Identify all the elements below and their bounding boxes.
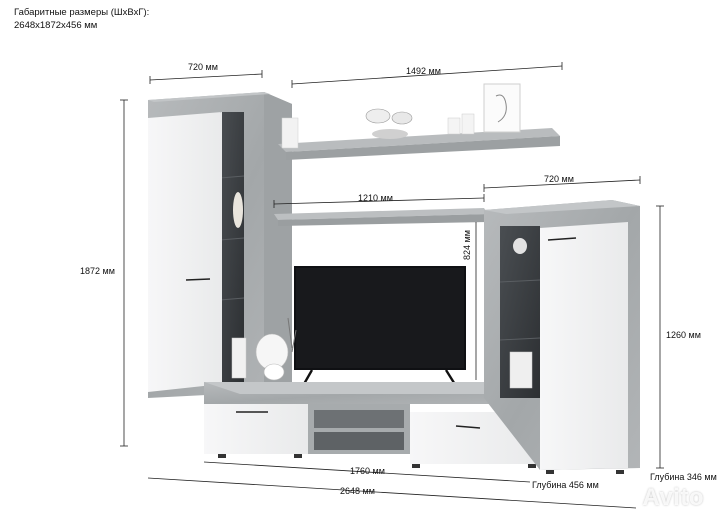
label-mid-shelf-height: 824 мм xyxy=(462,230,472,260)
dim-line-left-width xyxy=(149,73,263,81)
left-cabinet-door xyxy=(148,112,222,392)
tv-set xyxy=(294,266,466,387)
left-tall-cabinet xyxy=(148,92,292,398)
left-door-handle xyxy=(185,278,211,281)
label-depth-stand: Глубина 456 мм xyxy=(532,480,599,490)
dim-line-mid-shelf xyxy=(273,197,485,205)
label-total-height: 1872 мм xyxy=(80,266,115,276)
dimension-lines xyxy=(120,62,664,509)
plant-vase-decor xyxy=(231,317,297,381)
size-header-line1: Габаритные размеры (ШхВхГ): xyxy=(14,7,150,18)
dim-line-right-width xyxy=(483,179,641,189)
right-door-handle xyxy=(547,237,577,241)
label-top-shelf-width: 1492 мм xyxy=(406,66,441,76)
top-wall-shelf xyxy=(278,83,560,160)
label-stand-width: 1760 мм xyxy=(350,466,385,476)
right-cabinet xyxy=(484,200,640,474)
picture-frame xyxy=(483,83,521,133)
stand-right-handle xyxy=(455,425,481,429)
dim-line-stand-width xyxy=(203,461,531,483)
books-decor xyxy=(281,117,299,149)
fish-decor xyxy=(365,108,391,124)
size-header: Габаритные размеры (ШхВхГ): 2648х1872х45… xyxy=(14,6,149,32)
middle-wall-shelf xyxy=(274,208,488,226)
dim-line-top-shelf xyxy=(291,65,563,85)
tv-leg-left xyxy=(302,369,314,385)
right-cabinet-door xyxy=(540,222,628,470)
dim-line-total-width xyxy=(147,477,637,509)
label-right-height: 1260 мм xyxy=(666,330,701,340)
label-right-width: 720 мм xyxy=(544,174,574,184)
label-depth-cabinet: Глубина 346 мм xyxy=(650,472,717,482)
size-header-line2: 2648х1872х456 мм xyxy=(14,20,98,31)
label-left-width: 720 мм xyxy=(188,62,218,72)
label-mid-shelf-width: 1210 мм xyxy=(358,193,393,203)
avito-watermark: Avito xyxy=(642,484,704,511)
decor-leaf xyxy=(233,192,243,228)
label-total-width: 2648 мм xyxy=(340,486,375,496)
